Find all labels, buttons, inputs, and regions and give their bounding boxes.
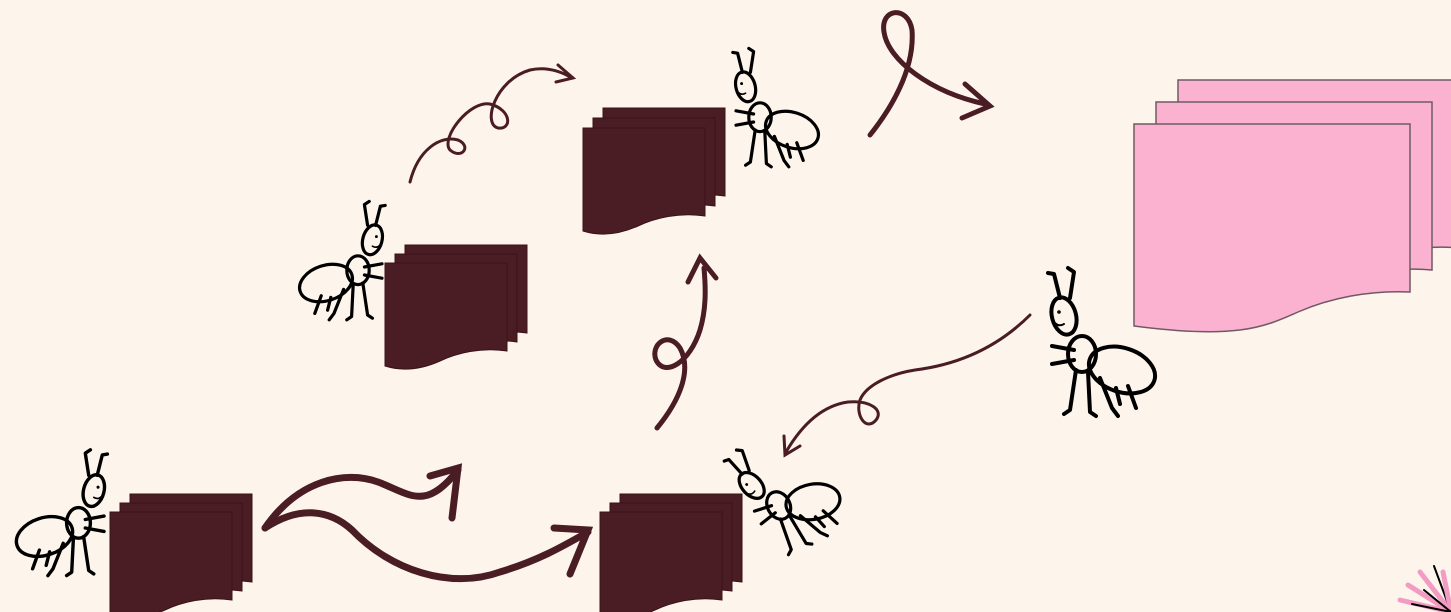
arrow-loop-middle-up: [655, 258, 716, 428]
arrow-swoosh-bottom-upper: [265, 468, 458, 528]
document-stack-top: [583, 108, 725, 234]
document-stack-pink-large: [1134, 80, 1451, 332]
document-stack-bottom-left: [110, 494, 252, 612]
ant-pushing-icon-middle: [295, 201, 386, 319]
arrow-loop-top-right: [870, 13, 990, 135]
ant-pushing-icon-top: [732, 48, 823, 166]
arrow-thin-curly-right-to-center: [784, 315, 1030, 455]
arrow-swoosh-bottom-lower: [265, 513, 588, 579]
document-stack-middle: [385, 245, 527, 369]
document-stack-bottom-center: [600, 494, 742, 612]
arrow-curly-top-left: [410, 65, 573, 182]
sunburst-icon: [1400, 566, 1451, 612]
ant-pushing-icon-bottom-left: [11, 450, 108, 576]
